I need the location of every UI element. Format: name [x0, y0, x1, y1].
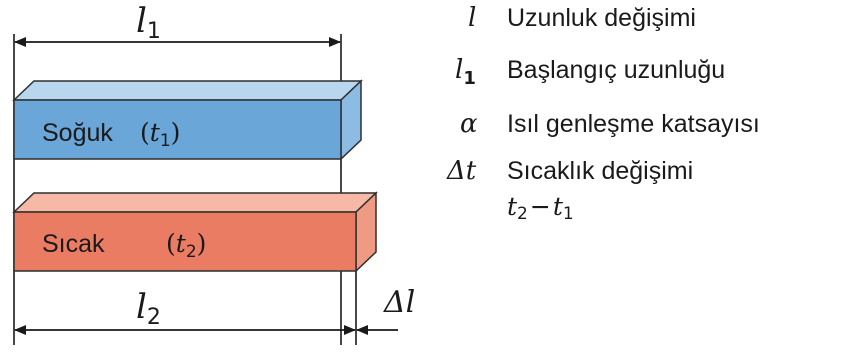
label-delta-l: Δl [383, 285, 415, 320]
legend-text: Sıcaklık değişimi [507, 157, 694, 185]
cold-bar [12, 79, 363, 161]
legend-symbol: α [460, 109, 478, 139]
legend-symbol: l [468, 3, 477, 33]
label-l2: l2 [136, 287, 161, 330]
legend-symbol: l1 [455, 55, 476, 89]
legend-text: Isıl genleşme katsayısı [507, 110, 760, 138]
hot-bar-top-face [12, 192, 378, 213]
legend-text: Başlangıç uzunluğu [507, 56, 726, 84]
hot-bar-front-face [13, 211, 357, 272]
hot-bar [12, 191, 378, 273]
cold-bar-front-face [13, 99, 342, 160]
label-l1: l1 [136, 1, 161, 44]
legend-symbol: Δt [447, 156, 477, 186]
temperature-difference-formula: t2−t1 [507, 192, 574, 224]
hot-bar-temp: (t2) [166, 229, 206, 262]
cold-bar-top-face [12, 80, 363, 101]
cold-bar-label: Soğuk [42, 119, 113, 147]
legend-text: Uzunluk değişimi [507, 4, 696, 32]
hot-bar-label: Sıcak [42, 230, 105, 258]
cold-bar-temp: (t1) [140, 118, 180, 151]
